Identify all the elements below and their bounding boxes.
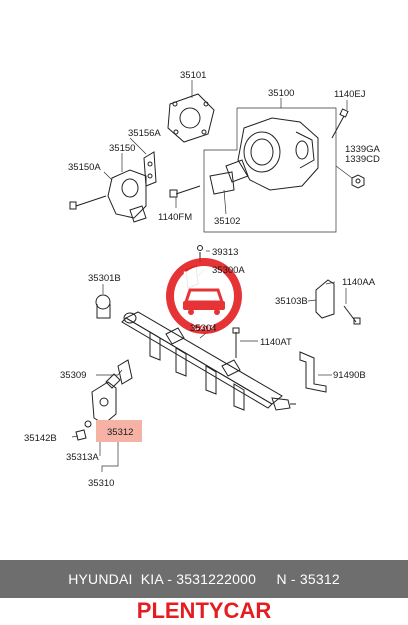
parts-diagram: PLENTY CAR 35101 35100 1140EJ 35156A 351… — [24, 70, 381, 489]
injector-assembly-drawing — [75, 359, 133, 441]
leader-lines — [71, 80, 353, 472]
throttle-body-group — [167, 93, 365, 233]
label-35301b[interactable]: 35301B — [88, 273, 121, 284]
brand-logo-text: PLENTYCAR — [136, 598, 272, 623]
label-35102[interactable]: 35102 — [214, 216, 240, 227]
label-35103b[interactable]: 35103B — [275, 296, 308, 307]
label-35309[interactable]: 35309 — [60, 370, 86, 381]
part-labels: 35101 35100 1140EJ 35156A 35150 35150A 1… — [24, 70, 381, 489]
plentycar-watermark: PLENTY CAR — [166, 258, 242, 334]
label-35310[interactable]: 35310 — [88, 478, 114, 489]
gasket-drawing — [167, 93, 215, 143]
label-1140aa[interactable]: 1140AA — [342, 277, 376, 288]
label-39313[interactable]: 39313 — [212, 247, 238, 258]
label-91490b[interactable]: 91490B — [333, 370, 366, 381]
label-1339cd[interactable]: 1339CD — [345, 154, 380, 165]
label-35313a[interactable]: 35313A — [66, 452, 99, 463]
fuel-rail-drawing — [121, 311, 296, 411]
label-35100[interactable]: 35100 — [268, 88, 294, 99]
throttle-body-drawing — [209, 117, 319, 195]
label-1140fm[interactable]: 1140FM — [158, 212, 192, 223]
watermark-bottom-text: CAR — [193, 322, 216, 332]
part-number-text: HYUNDAI KIA - 3531222000 N - 35312 — [68, 571, 340, 587]
label-35101[interactable]: 35101 — [180, 70, 206, 81]
label-35312[interactable]: 35312 — [107, 427, 133, 438]
part-number-bar: HYUNDAI KIA - 3531222000 N - 35312 — [0, 560, 408, 598]
label-35304[interactable]: 35304 — [190, 323, 216, 334]
nut-1339-drawing — [351, 174, 365, 189]
highlighted-part-box[interactable] — [96, 420, 142, 442]
label-1140at[interactable]: 1140AT — [260, 337, 292, 348]
sensor-35150-group — [69, 151, 157, 223]
bolt-1140fm-drawing — [169, 185, 201, 198]
label-35156a[interactable]: 35156A — [128, 128, 161, 139]
label-35150a[interactable]: 35150A — [68, 162, 101, 173]
bolt-1140ej-drawing — [331, 108, 349, 139]
label-1140ej[interactable]: 1140EJ — [334, 89, 366, 100]
label-1339ga[interactable]: 1339GA — [345, 144, 381, 155]
label-35300a[interactable]: 35300A — [212, 265, 245, 276]
watermark-top-text: PLENTY — [183, 270, 225, 280]
label-35150[interactable]: 35150 — [109, 143, 135, 154]
label-35142b[interactable]: 35142B — [24, 433, 57, 444]
